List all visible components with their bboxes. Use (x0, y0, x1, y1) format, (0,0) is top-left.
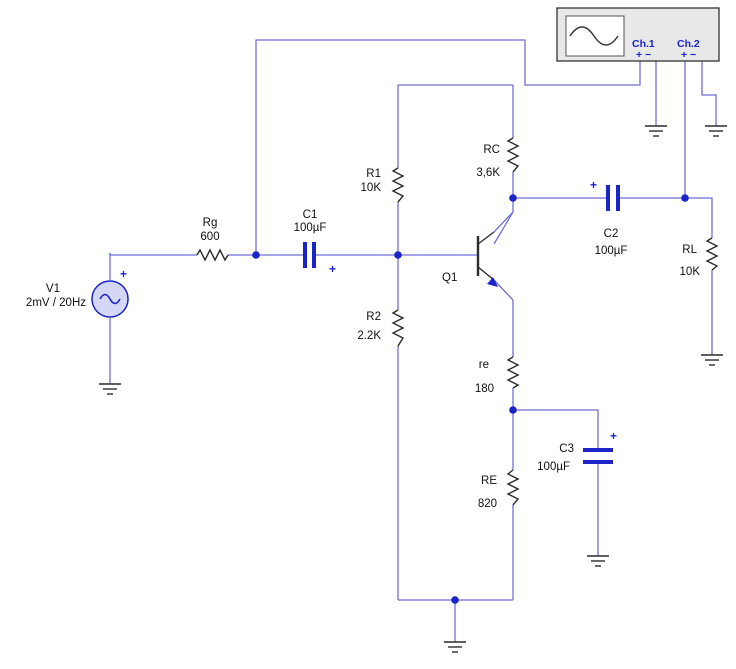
ground-icon (645, 125, 667, 137)
wires (109, 39, 717, 642)
junction-nodes (252, 194, 689, 604)
rg-value: 600 (200, 231, 219, 243)
scope-ch2-terminals: + − (681, 49, 696, 61)
ground-icon (701, 354, 723, 366)
resistor-rc[interactable]: RC 3,6K (476, 137, 520, 179)
re-large-name: RE (481, 475, 497, 487)
ground-icon (99, 383, 121, 395)
resistor-rl[interactable]: RL 10K (680, 237, 719, 278)
resistor-re-large[interactable]: RE 820 (478, 469, 520, 510)
re-small-value: 180 (475, 383, 494, 395)
c2-value: 100µF (595, 245, 628, 257)
voltage-source-v1[interactable]: + V1 2mV / 20Hz (26, 267, 129, 318)
rl-value: 10K (680, 266, 701, 278)
r1-name: R1 (366, 168, 381, 180)
resistor-rg[interactable]: Rg 600 (196, 217, 229, 262)
node-ground-rail (451, 596, 459, 604)
rc-value: 3,6K (476, 167, 500, 179)
oscilloscope[interactable]: Ch.1 Ch.2 + − + − (556, 7, 720, 62)
r2-name: R2 (366, 311, 381, 323)
node-rg-c1 (252, 251, 260, 259)
c1-value: 100µF (294, 222, 327, 234)
emitter-arrow-icon (487, 277, 498, 287)
ground-icon (587, 555, 609, 567)
node-base (394, 251, 402, 259)
scope-ch1-terminals: + − (636, 49, 651, 61)
c3-plus-sign: + (610, 429, 617, 443)
scope-ch1-label: Ch.1 (632, 38, 655, 50)
r1-value: 10K (361, 182, 382, 194)
c3-name: C3 (559, 443, 574, 455)
q1-name: Q1 (442, 272, 457, 284)
node-output (681, 194, 689, 202)
resistor-re-small[interactable]: re 180 (475, 356, 520, 395)
c3-value: 100µF (537, 461, 570, 473)
scope-ch2-label: Ch.2 (677, 38, 700, 50)
r2-value: 2.2K (357, 330, 381, 342)
c1-name: C1 (303, 209, 318, 221)
node-collector (509, 194, 517, 202)
re-large-value: 820 (478, 498, 497, 510)
rl-name: RL (682, 244, 697, 256)
capacitor-c1[interactable]: + C1 100µF (294, 209, 336, 276)
resistor-r2[interactable]: R2 2.2K (357, 309, 405, 347)
v1-plus-sign: + (120, 267, 127, 281)
node-emitter-split (509, 406, 517, 414)
ground-icon (444, 641, 466, 653)
ground-icon (705, 125, 727, 137)
transistor-q1[interactable]: Q1 (442, 211, 514, 301)
c1-plus-sign: + (329, 262, 336, 276)
v1-name: V1 (46, 283, 60, 295)
v1-value: 2mV / 20Hz (26, 297, 86, 309)
resistor-r1[interactable]: R1 10K (361, 167, 405, 203)
rg-name: Rg (203, 217, 218, 229)
c2-name: C2 (604, 228, 619, 240)
rc-name: RC (483, 144, 500, 156)
sine-wave-icon (569, 26, 619, 46)
capacitor-c3[interactable]: + C3 100µF (537, 429, 617, 473)
capacitor-c2[interactable]: + C2 100µF (590, 178, 627, 257)
c2-plus-sign: + (590, 178, 597, 192)
re-small-name: re (479, 359, 489, 371)
